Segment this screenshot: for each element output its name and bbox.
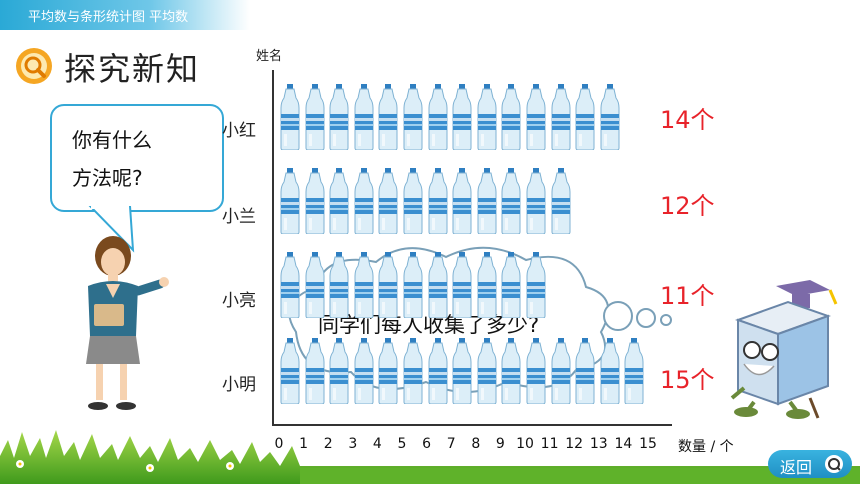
bottle-icon bbox=[353, 84, 375, 151]
bottle-icon bbox=[377, 252, 399, 319]
value-label-1: 12个 bbox=[660, 192, 715, 220]
bottle-icon bbox=[377, 84, 399, 151]
bottle-icon bbox=[427, 338, 449, 405]
bottle-icon bbox=[427, 252, 449, 319]
bottle-icon bbox=[599, 338, 621, 405]
bottle-icon bbox=[476, 168, 498, 235]
bottle-icon bbox=[402, 252, 424, 319]
bottle-icon bbox=[525, 252, 547, 319]
bottle-icon bbox=[500, 338, 522, 405]
teacher-illustration bbox=[86, 236, 169, 410]
grass-decoration bbox=[0, 430, 860, 484]
x-tick-11: 11 bbox=[540, 436, 559, 452]
bottle-icon bbox=[279, 168, 301, 235]
bar-2 bbox=[279, 252, 550, 319]
bottle-icon bbox=[599, 84, 621, 151]
bottle-icon bbox=[550, 168, 572, 235]
bottle-icon bbox=[451, 168, 473, 235]
row-label-1: 小兰 bbox=[222, 207, 256, 227]
bar-1 bbox=[279, 168, 574, 235]
bottle-icon bbox=[304, 84, 326, 151]
bottle-icon bbox=[304, 338, 326, 405]
bottle-icon bbox=[328, 84, 350, 151]
bottle-icon bbox=[500, 168, 522, 235]
x-tick-0: 0 bbox=[274, 436, 284, 452]
x-tick-1: 1 bbox=[299, 436, 309, 452]
bottle-icon bbox=[402, 168, 424, 235]
bottle-icon bbox=[525, 168, 547, 235]
value-label-0: 14个 bbox=[660, 106, 715, 134]
bottle-icon bbox=[427, 168, 449, 235]
row-label-3: 小明 bbox=[222, 375, 256, 395]
value-label-2: 11个 bbox=[660, 282, 715, 310]
bottle-icon bbox=[623, 338, 645, 405]
x-tick-6: 6 bbox=[422, 436, 432, 452]
row-label-0: 小红 bbox=[222, 121, 256, 141]
milk-carton-character bbox=[730, 280, 838, 419]
bottle-icon bbox=[451, 84, 473, 151]
x-tick-15: 15 bbox=[639, 436, 657, 452]
bubble-line-1: 你有什么 bbox=[72, 128, 152, 152]
x-tick-8: 8 bbox=[471, 436, 481, 452]
bottle-icon bbox=[427, 84, 449, 151]
y-axis-title: 姓名 bbox=[256, 49, 283, 64]
bottle-icon bbox=[279, 84, 301, 151]
bottle-icon bbox=[476, 252, 498, 319]
bottle-icon bbox=[500, 84, 522, 151]
bottle-icon bbox=[304, 252, 326, 319]
bottle-icon bbox=[353, 338, 375, 405]
x-tick-10: 10 bbox=[516, 436, 534, 452]
bottle-icon bbox=[304, 168, 326, 235]
x-axis-line bbox=[272, 424, 672, 426]
bubble-line-2: 方法呢? bbox=[72, 166, 143, 190]
bottle-icon bbox=[574, 338, 596, 405]
bottle-icon bbox=[279, 252, 301, 319]
x-tick-3: 3 bbox=[348, 436, 358, 452]
x-tick-13: 13 bbox=[589, 436, 608, 452]
back-button[interactable]: 返回 bbox=[768, 450, 852, 478]
back-button-label: 返回 bbox=[780, 458, 813, 477]
x-tick-12: 12 bbox=[565, 436, 584, 452]
breadcrumb: 平均数与条形统计图 平均数 bbox=[28, 10, 189, 25]
bottle-icon bbox=[328, 338, 350, 405]
bottle-icon bbox=[500, 252, 522, 319]
x-tick-14: 14 bbox=[614, 436, 633, 452]
bar-3 bbox=[279, 338, 648, 405]
row-label-2: 小亮 bbox=[222, 291, 256, 311]
bottle-icon bbox=[550, 338, 572, 405]
x-tick-4: 4 bbox=[372, 436, 382, 452]
bottle-icon bbox=[476, 84, 498, 151]
bottle-icon bbox=[550, 84, 572, 151]
bottle-icon bbox=[279, 338, 301, 405]
bottle-icon bbox=[328, 168, 350, 235]
bottle-icon bbox=[328, 252, 350, 319]
header-bar bbox=[0, 0, 250, 30]
bottle-icon bbox=[402, 338, 424, 405]
speech-bubble: 你有什么 方法呢? bbox=[50, 104, 224, 212]
x-axis-title: 数量 / 个 bbox=[678, 439, 734, 455]
bottle-icon bbox=[525, 338, 547, 405]
bottle-icon bbox=[377, 168, 399, 235]
magnifier-icon bbox=[16, 48, 52, 84]
bottle-icon bbox=[402, 84, 424, 151]
bottle-icon bbox=[451, 338, 473, 405]
bottle-icon bbox=[574, 84, 596, 151]
bottle-icon bbox=[476, 338, 498, 405]
x-tick-5: 5 bbox=[397, 436, 407, 452]
bottle-icon bbox=[451, 252, 473, 319]
back-icon bbox=[825, 455, 843, 473]
bar-0 bbox=[279, 84, 623, 151]
page-title: 探究新知 bbox=[64, 50, 201, 88]
bottle-icon bbox=[353, 252, 375, 319]
bottle-icon bbox=[525, 84, 547, 151]
y-axis-line bbox=[272, 70, 274, 424]
bottle-icon bbox=[353, 168, 375, 235]
x-tick-9: 9 bbox=[495, 436, 505, 452]
x-tick-2: 2 bbox=[323, 436, 333, 452]
bottle-icon bbox=[377, 338, 399, 405]
value-label-3: 15个 bbox=[660, 366, 715, 394]
x-tick-7: 7 bbox=[446, 436, 456, 452]
